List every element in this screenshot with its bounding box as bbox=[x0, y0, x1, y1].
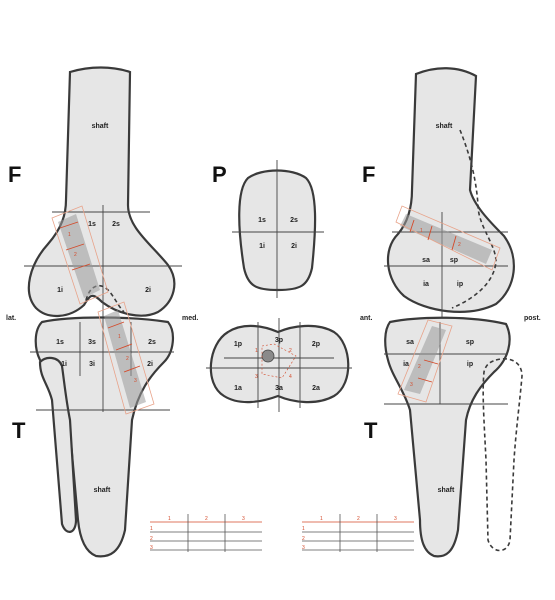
zone-label: 2i bbox=[291, 243, 297, 250]
patella-center-number: 4 bbox=[289, 374, 292, 380]
posterior-label: post. bbox=[524, 315, 541, 322]
sagittal-tibia-bone bbox=[385, 318, 509, 557]
zone-label: ip bbox=[457, 281, 463, 288]
sagittal-femur-bone bbox=[388, 68, 514, 312]
zone-label: 3p bbox=[275, 337, 283, 344]
sagittal-femur-shaft-label: shaft bbox=[436, 123, 453, 130]
zone-label: 2a bbox=[312, 385, 320, 392]
zone-label: 1s bbox=[56, 339, 64, 346]
legend-column-label: 1 bbox=[168, 516, 171, 522]
legend-column-label: 2 bbox=[205, 516, 208, 522]
tibia-label-sagittal: T bbox=[364, 418, 378, 443]
legend-row-label: 3 bbox=[150, 545, 153, 551]
zone-label: ia bbox=[423, 281, 429, 288]
zone-label: sa bbox=[406, 339, 414, 346]
sagittal-view: 1 2 3 2 bbox=[384, 68, 522, 556]
legend-column-label: 2 bbox=[357, 516, 360, 522]
legend-row-label: 2 bbox=[150, 536, 153, 542]
svg-text:2: 2 bbox=[458, 242, 461, 248]
zone-label: 1i bbox=[57, 287, 63, 294]
tibia-label-frontal: T bbox=[12, 418, 26, 443]
sagittal-tibia-shaft-label: shaft bbox=[438, 487, 455, 494]
zone-label: 1p bbox=[234, 341, 242, 348]
legend-table-right: 1 2 3 1 2 3 bbox=[302, 514, 414, 552]
frontal-femur-shaft-label: shaft bbox=[92, 123, 109, 130]
zone-label: 3s bbox=[88, 339, 96, 346]
zone-label: sp bbox=[450, 257, 458, 264]
svg-text:3: 3 bbox=[134, 378, 137, 384]
svg-text:3: 3 bbox=[410, 382, 413, 388]
svg-text:2: 2 bbox=[74, 252, 77, 258]
patella-label: P bbox=[212, 162, 227, 187]
legend-column-label: 3 bbox=[394, 516, 397, 522]
zone-label: 2i bbox=[145, 287, 151, 294]
svg-text:1: 1 bbox=[420, 228, 423, 234]
zone-label: 1i bbox=[61, 361, 67, 368]
zone-label: sa bbox=[422, 257, 430, 264]
zone-label: 2s bbox=[112, 221, 120, 228]
zone-label: sp bbox=[466, 339, 474, 346]
zone-label: 2s bbox=[290, 217, 298, 224]
lateral-label: lat. bbox=[6, 315, 16, 322]
svg-text:1: 1 bbox=[68, 232, 71, 238]
zone-label: 1a bbox=[234, 385, 242, 392]
svg-text:2: 2 bbox=[418, 364, 421, 370]
legend-column-label: 3 bbox=[242, 516, 245, 522]
svg-text:2: 2 bbox=[126, 356, 129, 362]
medial-label: med. bbox=[182, 315, 198, 322]
frontal-tibia-shaft-label: shaft bbox=[94, 487, 111, 494]
zone-label: 2s bbox=[148, 339, 156, 346]
patella-center-number: 1 bbox=[255, 348, 258, 354]
femur-label-frontal: F bbox=[8, 162, 21, 187]
zone-label: 1s bbox=[258, 217, 266, 224]
zone-label: ip bbox=[467, 361, 473, 368]
patella-center-number: 3 bbox=[255, 374, 258, 380]
femur-label-sagittal: F bbox=[362, 162, 375, 187]
legend-row-label: 1 bbox=[150, 526, 153, 532]
zone-label: 2p bbox=[312, 341, 320, 348]
legend-row-label: 3 bbox=[302, 545, 305, 551]
legend-row-label: 2 bbox=[302, 536, 305, 542]
patella-view bbox=[206, 160, 352, 412]
legend-column-label: 1 bbox=[320, 516, 323, 522]
frontal-view: 1 2 1 2 3 bbox=[24, 68, 182, 557]
patella-center-number: 2 bbox=[289, 348, 292, 354]
svg-text:1: 1 bbox=[118, 334, 121, 340]
zone-label: 1i bbox=[259, 243, 265, 250]
frontal-femur-bone bbox=[29, 68, 174, 316]
zone-label: ia bbox=[403, 361, 409, 368]
anterior-label: ant. bbox=[360, 315, 373, 322]
zone-label: 3i bbox=[89, 361, 95, 368]
sagittal-fibula-outline bbox=[483, 359, 522, 551]
zone-label: 1s bbox=[88, 221, 96, 228]
legend-table-left: 1 2 3 1 2 3 bbox=[150, 514, 262, 552]
legend-row-label: 1 bbox=[302, 526, 305, 532]
zone-label: 2i bbox=[147, 361, 153, 368]
zone-label: 3a bbox=[275, 385, 283, 392]
